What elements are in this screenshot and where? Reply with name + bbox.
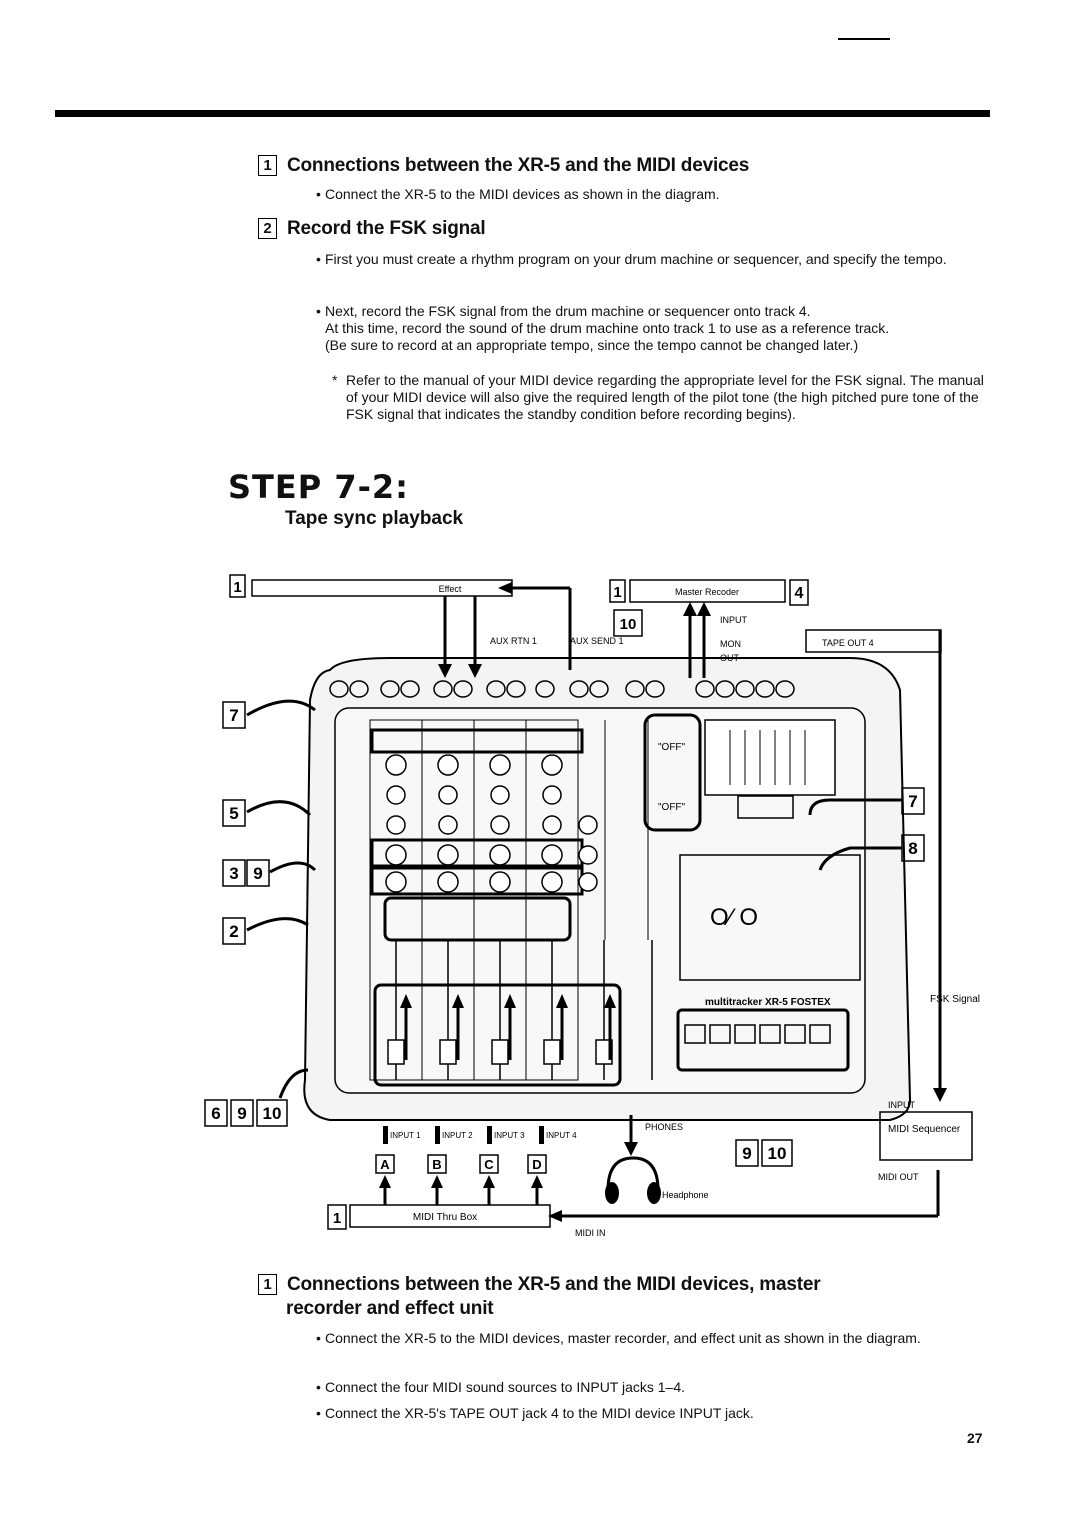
section3-title-line2: recorder and effect unit [286,1298,494,1319]
aux-rtn-label: AUX RTN 1 [490,636,537,646]
sound-sources: A B C D [375,1154,547,1174]
meter-bars [729,730,806,785]
top-dash [838,38,890,40]
callout-1a: 1 [233,579,241,596]
midi-in-label: MIDI IN [575,1228,606,1238]
section2-note: *Refer to the manual of your MIDI device… [332,372,984,422]
left-pointers [246,699,317,1099]
callout-1b-box [609,579,626,603]
effect-label: Effect [439,584,462,594]
cassette-reel-symbol: O⁄ O [710,904,758,931]
section2-bullet1: •First you must create a rhythm program … [316,251,947,267]
counter [737,795,794,819]
transport-box [676,1008,850,1072]
callout-6: 6 [211,1104,220,1123]
callout-9c: 9 [742,1144,751,1163]
midi-sequencer-box [879,1111,973,1161]
input-jack-2: INPUT 2 [442,1131,473,1140]
midi-seq-label: MIDI Sequencer [888,1124,961,1135]
mixer-panel [334,707,866,1094]
input-jack-3: INPUT 3 [494,1131,525,1140]
channel-strips [369,719,653,1087]
callout-7a: 7 [229,706,238,725]
input-label: INPUT [720,615,748,625]
off-switch-box [643,713,702,832]
callout-1c: 1 [333,1210,341,1227]
midi-thru-box [349,1204,551,1228]
callout-10b: 10 [263,1104,282,1123]
section3-heading: 1 Connections between the XR-5 and the MI… [258,1274,821,1296]
callout-7b: 7 [908,792,917,811]
effect-box [251,579,513,597]
header-rule [55,110,990,117]
step-subtitle: Tape sync playback [285,508,464,529]
fsk-signal-label: FSK Signal [930,994,980,1005]
source-cables [383,1185,539,1205]
effect-cables [443,586,572,670]
source-d: D [532,1157,541,1172]
out-label: OUT [720,653,740,663]
callout-5: 5 [229,804,238,823]
section3-bullet2: •Connect the four MIDI sound sources to … [316,1379,686,1395]
section1-heading: 1 Connections between the XR-5 and the MI… [258,155,749,177]
connection-diagram: "OFF" "OFF" O⁄ O multitracker XR-5 FOSTE… [190,560,1010,1280]
midi-input-label: INPUT [888,1100,916,1110]
callout-9b: 9 [237,1104,246,1123]
rear-jacks [329,680,795,698]
section2-title: Record the FSK signal [287,218,486,239]
input-jack-4: INPUT 4 [546,1131,577,1140]
callout-3: 3 [229,864,238,883]
section1-title: Connections between the XR-5 and the MID… [287,155,750,176]
aux-send-label: AUX SEND 1 [570,636,624,646]
off-label-1: "OFF" [658,742,686,753]
callout-9a: 9 [253,864,262,883]
right-pointers [808,798,902,871]
input-jack-labels: INPUT 1 INPUT 2 INPUT 3 INPUT 4 [383,1126,577,1144]
section3-number: 1 [258,1274,277,1296]
callout-1b: 1 [613,584,621,601]
midi-thru-label: MIDI Thru Box [413,1212,477,1223]
callout-2: 2 [229,922,238,941]
source-b: B [432,1157,441,1172]
phones-label: PHONES [645,1122,683,1132]
section1-bullet: •Connect the XR-5 to the MIDI devices as… [316,186,720,202]
input-jack-1: INPUT 1 [390,1131,421,1140]
headphone-icon [605,1156,661,1204]
aux-rtn-arrow [438,664,452,678]
page-number: 27 [967,1430,983,1446]
section3-title-line1: Connections between the XR-5 and the MID… [287,1274,821,1295]
cassette-deck [679,854,861,981]
section2-bullet2: • Next, record the FSK signal from the d… [316,303,890,353]
master-cables [688,608,706,678]
master-recorder-box [629,579,786,603]
midi-out-label: MIDI OUT [878,1172,919,1182]
headphone-label: Headphone [662,1190,709,1200]
section3-bullet3: •Connect the XR-5's TAPE OUT jack 4 to t… [316,1405,754,1421]
section1-number: 1 [258,155,277,177]
callout-1a-box [229,574,246,598]
source-c: C [484,1157,494,1172]
level-meter [704,719,836,796]
callout-10c: 10 [768,1144,787,1163]
brand-label: multitracker XR-5 FOSTEX [705,997,831,1008]
transport-buttons [684,1024,831,1044]
tape-out-label: TAPE OUT 4 [822,638,874,648]
section2-number: 2 [258,218,277,240]
off-label-2: "OFF" [658,802,686,813]
mon-label: MON [720,639,741,649]
right-callouts: 7 8 9 10 [735,787,925,1167]
left-callouts: 7 5 3 9 2 6 9 10 [204,701,288,1127]
midi-out-cable [550,1170,940,1218]
callout-10a: 10 [620,616,637,633]
section3-bullet1: •Connect the XR-5 to the MIDI devices, m… [316,1330,921,1346]
callout-8: 8 [908,839,917,858]
callout-4: 4 [795,585,804,602]
section2-heading: 2 Record the FSK signal [258,218,486,240]
master-recorder-label: Master Recoder [675,587,739,597]
step-title: STEP 7-2: [228,468,409,506]
source-a: A [380,1157,390,1172]
